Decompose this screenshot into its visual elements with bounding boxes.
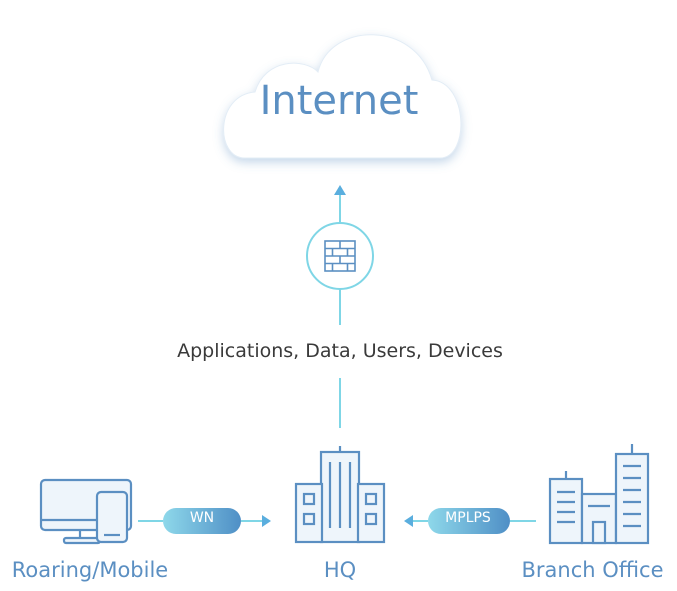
internet-label: Internet (259, 78, 419, 124)
flow-caption: Applications, Data, Users, Devices (177, 340, 503, 362)
mplps-link (404, 508, 536, 534)
roaming-mobile-label: Roaring/Mobile (11, 558, 169, 582)
internet-cloud-icon (223, 34, 462, 159)
wn-label: WN (189, 510, 215, 526)
branch-office-icon (548, 444, 650, 545)
hq-label: HQ (323, 558, 357, 582)
hq-building-icon (294, 446, 386, 544)
branch-office-label: Branch Office (521, 558, 664, 582)
devices-icon (39, 478, 133, 545)
firewall-icon (306, 222, 374, 290)
wn-link (138, 508, 271, 534)
mplps-label: MPLPS (445, 510, 491, 526)
uplink-arrow (334, 185, 346, 222)
